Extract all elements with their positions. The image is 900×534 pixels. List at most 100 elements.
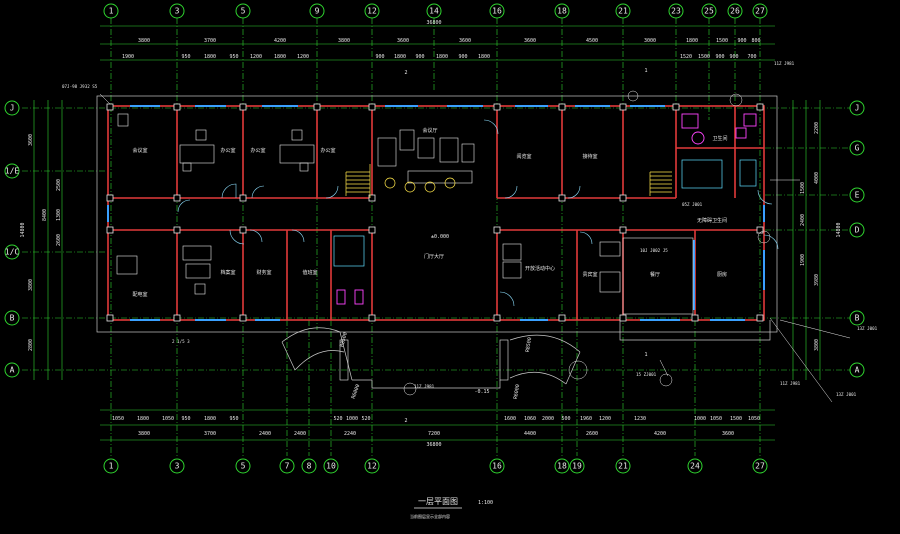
room-label: 档案室 bbox=[220, 269, 235, 276]
room-label: 贵宾室 bbox=[582, 271, 597, 278]
svg-text:1050: 1050 bbox=[748, 416, 760, 422]
svg-text:A: A bbox=[10, 366, 15, 375]
axis-bubbles-top: 1 3 5 9 12 14 16 18 21 23 25 26 27 bbox=[103, 3, 768, 19]
svg-text:1050: 1050 bbox=[112, 416, 124, 422]
svg-text:950: 950 bbox=[181, 54, 190, 60]
section-mark: 2 bbox=[404, 418, 407, 424]
section-mark: 1 bbox=[644, 352, 647, 358]
svg-text:10: 10 bbox=[326, 462, 336, 471]
room-label: 开放活动中心 bbox=[525, 265, 555, 272]
ref-note: 13Z J001 bbox=[836, 392, 857, 397]
ref-note: 11Z J981 bbox=[780, 381, 801, 386]
horizontal-grid-lines bbox=[22, 107, 850, 371]
svg-text:1500: 1500 bbox=[800, 182, 806, 194]
axis-bubble: 5 bbox=[235, 458, 251, 474]
svg-text:900: 900 bbox=[458, 54, 467, 60]
axis-bubble: 14 bbox=[426, 3, 442, 19]
svg-text:3800: 3800 bbox=[28, 279, 34, 291]
svg-text:3800: 3800 bbox=[138, 38, 150, 44]
axis-bubble: 1/C bbox=[4, 244, 20, 260]
svg-text:3600: 3600 bbox=[397, 38, 409, 44]
svg-text:9: 9 bbox=[315, 7, 320, 16]
svg-text:3: 3 bbox=[175, 7, 180, 16]
axis-bubble: J bbox=[849, 100, 865, 116]
svg-text:3: 3 bbox=[175, 462, 180, 471]
svg-text:7200: 7200 bbox=[428, 431, 440, 437]
top-dimension-values: 3800 3700 4200 3800 3600 3600 3600 4500 … bbox=[122, 38, 761, 60]
walls bbox=[107, 105, 765, 321]
svg-text:D: D bbox=[855, 226, 860, 235]
axis-bubbles-left: J 1/E 1/C B A bbox=[4, 100, 20, 378]
stairs bbox=[345, 164, 672, 198]
svg-text:2000: 2000 bbox=[542, 416, 554, 422]
axis-bubble: 16 bbox=[489, 3, 505, 19]
svg-text:900: 900 bbox=[715, 54, 724, 60]
axis-bubble: 21 bbox=[615, 458, 631, 474]
svg-text:1800: 1800 bbox=[686, 38, 698, 44]
svg-text:1800: 1800 bbox=[137, 416, 149, 422]
axis-bubble: 27 bbox=[752, 458, 768, 474]
svg-text:3600: 3600 bbox=[524, 38, 536, 44]
svg-text:1060: 1060 bbox=[524, 416, 536, 422]
axis-bubble: E bbox=[849, 187, 865, 203]
svg-text:2600: 2600 bbox=[56, 234, 62, 246]
col-tag: 2 1/5 3 bbox=[172, 339, 190, 344]
svg-text:14800: 14800 bbox=[836, 222, 842, 237]
axis-bubble: 1 bbox=[103, 458, 119, 474]
bottom-dimension-chain: 36800 bbox=[100, 409, 775, 448]
svg-text:2500: 2500 bbox=[56, 179, 62, 191]
right-dimension-chain bbox=[792, 100, 821, 380]
radius-label: R6000 bbox=[351, 384, 362, 400]
total-dim-top: 36800 bbox=[426, 20, 441, 26]
svg-text:1800: 1800 bbox=[204, 416, 216, 422]
svg-text:23: 23 bbox=[671, 7, 681, 16]
room-label: 厨房 bbox=[717, 271, 727, 278]
svg-text:900: 900 bbox=[737, 38, 746, 44]
svg-text:3800: 3800 bbox=[338, 38, 350, 44]
svg-text:3600: 3600 bbox=[722, 431, 734, 437]
svg-text:2600: 2600 bbox=[586, 431, 598, 437]
svg-text:1520: 1520 bbox=[680, 54, 692, 60]
doors bbox=[177, 119, 779, 307]
room-label: 办公室 bbox=[250, 147, 265, 154]
axis-bubble: 24 bbox=[687, 458, 703, 474]
left-top-note: 07J-98 J932 S5 bbox=[62, 84, 98, 89]
svg-text:18: 18 bbox=[557, 462, 567, 471]
svg-text:7: 7 bbox=[285, 462, 290, 471]
svg-text:B: B bbox=[855, 314, 860, 323]
svg-text:21: 21 bbox=[618, 7, 628, 16]
svg-text:27: 27 bbox=[755, 462, 765, 471]
structural-columns bbox=[106, 103, 764, 322]
svg-text:900: 900 bbox=[375, 54, 384, 60]
room-label: 接待室 bbox=[582, 153, 597, 160]
radius-label: R8500 bbox=[339, 332, 349, 348]
svg-text:14: 14 bbox=[429, 7, 439, 16]
svg-text:5: 5 bbox=[241, 7, 246, 16]
bottom-dimension-values: 1050 1800 1050 950 1800 950 520 1000 520… bbox=[112, 416, 760, 437]
axis-bubble: 16 bbox=[489, 458, 505, 474]
ref-note: 11Z J981 bbox=[414, 384, 435, 389]
axis-bubble: 9 bbox=[309, 3, 325, 19]
ref-note: 10J J002 J5 bbox=[640, 248, 668, 253]
axis-bubble: 12 bbox=[364, 3, 380, 19]
svg-text:1/C: 1/C bbox=[5, 248, 20, 257]
top-dimension-chain: 36800 bbox=[100, 20, 775, 61]
axis-bubble: B bbox=[4, 310, 20, 326]
svg-text:2800: 2800 bbox=[28, 339, 34, 351]
svg-text:1: 1 bbox=[109, 462, 114, 471]
svg-text:27: 27 bbox=[755, 7, 765, 16]
axis-bubble: 3 bbox=[169, 3, 185, 19]
svg-text:3000: 3000 bbox=[644, 38, 656, 44]
axis-bubble: 18 bbox=[554, 3, 570, 19]
svg-text:4200: 4200 bbox=[274, 38, 286, 44]
svg-text:16: 16 bbox=[492, 462, 502, 471]
svg-text:800: 800 bbox=[751, 38, 760, 44]
furniture bbox=[116, 113, 694, 315]
svg-text:1050: 1050 bbox=[162, 416, 174, 422]
svg-text:2200: 2200 bbox=[814, 122, 820, 134]
room-label: 无障碍卫生间 bbox=[697, 217, 727, 224]
svg-text:1200: 1200 bbox=[250, 54, 262, 60]
restroom-fixtures bbox=[333, 113, 757, 305]
axis-bubble: 3 bbox=[169, 458, 185, 474]
